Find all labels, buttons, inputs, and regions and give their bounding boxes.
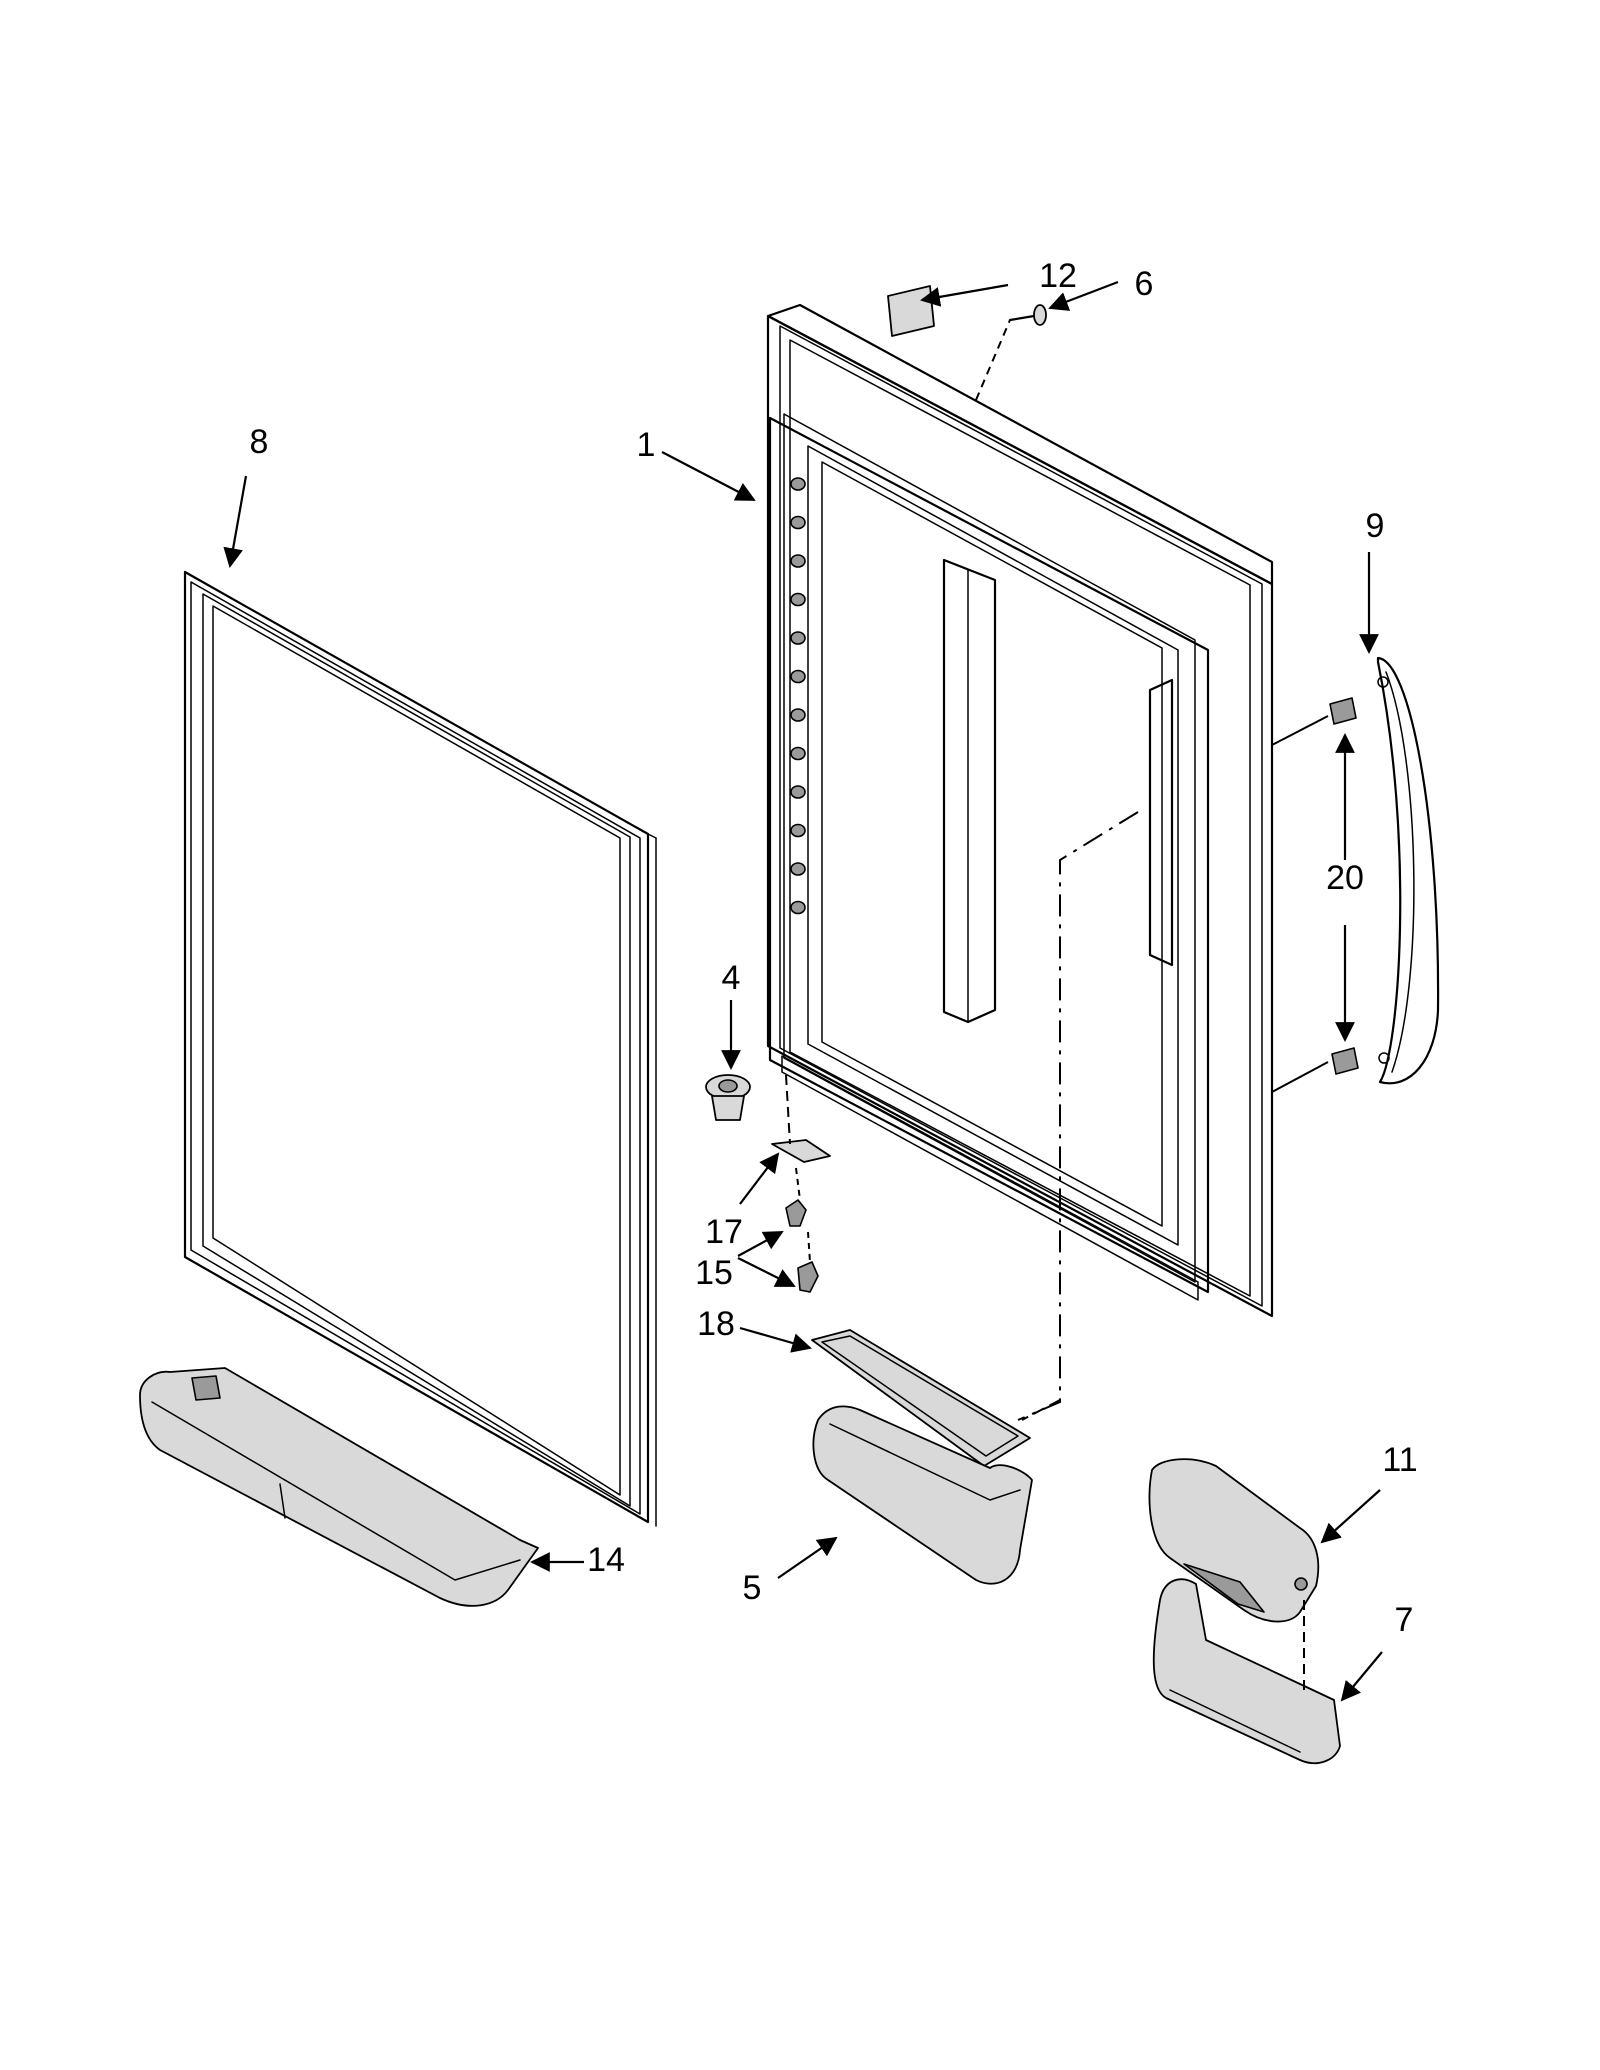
- shelf-hook: [790, 515, 806, 530]
- dairy-door: [1148, 1458, 1320, 1623]
- shelf-hook: [790, 477, 806, 491]
- shelf-hook: [790, 823, 806, 838]
- callout-4: 4: [722, 959, 741, 997]
- callout-18: 18: [697, 1305, 735, 1343]
- shelf-hook: [790, 669, 806, 684]
- shelf-hook: [790, 862, 806, 876]
- leader-arrows: [223, 280, 1383, 1702]
- bin-cover: [811, 1329, 1031, 1467]
- shelf-hook: [790, 631, 806, 645]
- door-bin: [812, 1399, 1061, 1585]
- callout-20: 20: [1326, 859, 1364, 897]
- callout-17: 17: [705, 1213, 743, 1251]
- handle-screws: [1271, 697, 1359, 1093]
- assembly-axis-line: [1017, 811, 1139, 1421]
- stopper-part: [705, 1074, 751, 1121]
- shelf-hook: [790, 592, 806, 607]
- shelf-hook: [790, 900, 806, 915]
- callout-9: 9: [1366, 507, 1385, 545]
- callout-5: 5: [743, 1569, 762, 1607]
- shelf-hook: [790, 708, 806, 722]
- bracket-screws: [785, 1167, 819, 1293]
- label-part: [887, 285, 935, 337]
- callout-15: 15: [695, 1254, 733, 1292]
- callout-8: 8: [250, 423, 269, 461]
- callout-labels: 12 6 1 8 9 20 4 17 15 18 5 14 11 7: [250, 257, 1418, 1639]
- screw-top: [975, 304, 1047, 401]
- door-handle: [1376, 656, 1440, 1085]
- callout-1: 1: [637, 426, 656, 464]
- shelf-hook: [790, 554, 806, 568]
- shelf-hook: [790, 785, 806, 799]
- callout-14: 14: [587, 1541, 625, 1579]
- callout-6: 6: [1135, 265, 1154, 303]
- shelf-hooks: [790, 477, 806, 915]
- bracket-part: [771, 1074, 831, 1163]
- callout-7: 7: [1395, 1601, 1414, 1639]
- shelf-hook: [790, 746, 806, 761]
- long-door-bin: [139, 1367, 539, 1607]
- callout-11: 11: [1382, 1441, 1417, 1479]
- door-gasket: [183, 570, 657, 1527]
- dairy-bin: [1152, 1578, 1341, 1765]
- callout-12: 12: [1039, 257, 1077, 295]
- door-assembly: [766, 303, 1274, 1318]
